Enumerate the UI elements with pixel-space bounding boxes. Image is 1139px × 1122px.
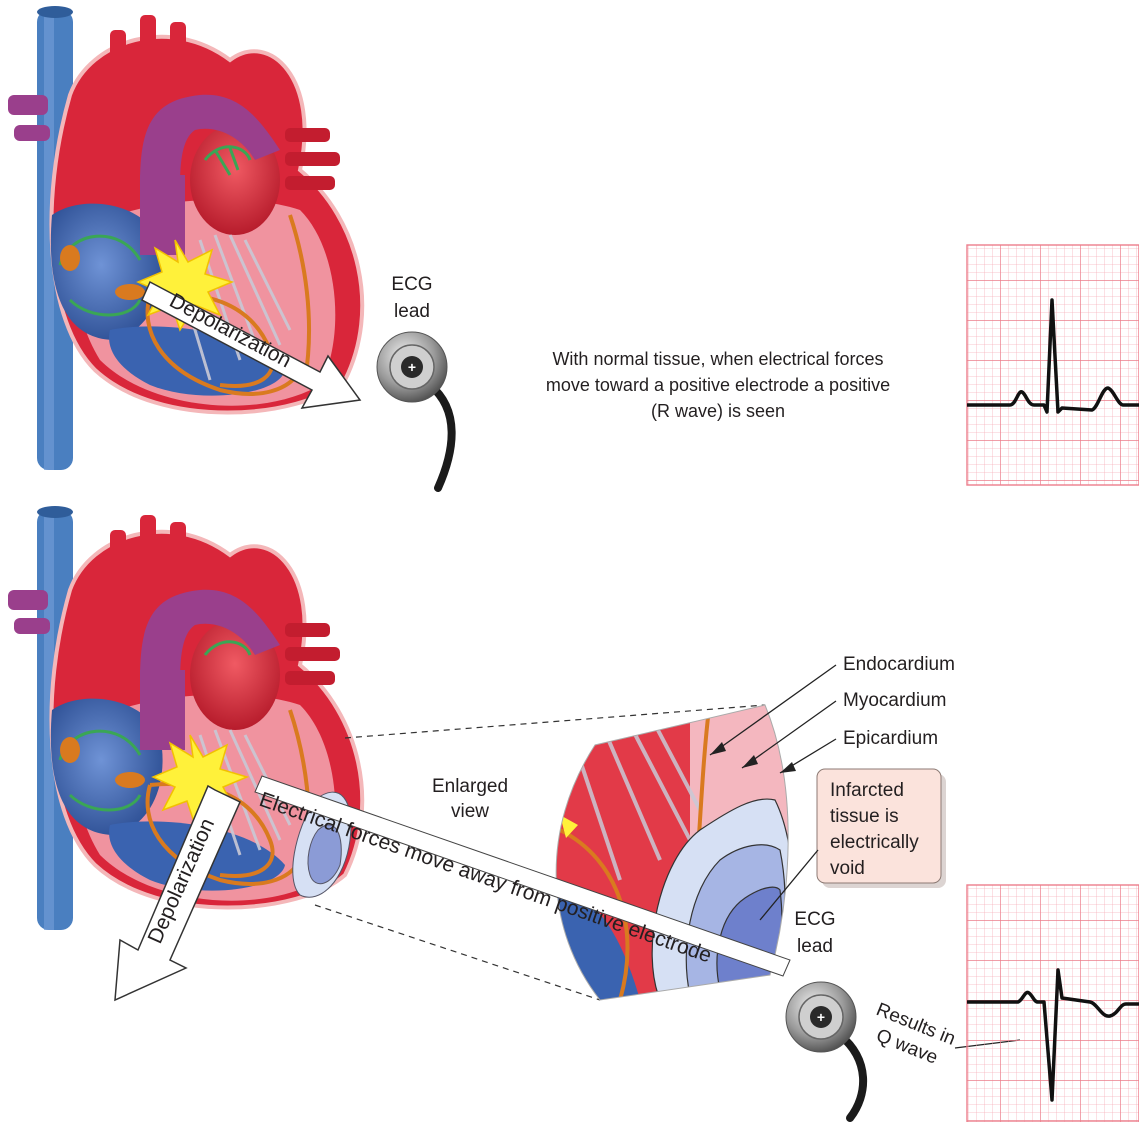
caption-line-1: With normal tissue, when electrical forc…	[552, 349, 883, 369]
bottom-heart: Depolarization	[8, 506, 362, 1000]
myocardium-label: Myocardium	[843, 690, 946, 711]
enlarged-view-label: Enlarged	[432, 776, 508, 797]
top-heart: Depolarization	[8, 6, 362, 470]
infarct-text-1: Infarcted	[830, 780, 904, 801]
caption-line-2: move toward a positive electrode a posit…	[546, 375, 890, 395]
positive-symbol-bottom: +	[817, 1009, 825, 1025]
ecg-lead-label: ECG	[391, 274, 432, 295]
top-caption: With normal tissue, when electrical forc…	[546, 349, 890, 421]
av-node	[115, 284, 145, 300]
endocardium-label: Endocardium	[843, 654, 955, 675]
sa-node	[60, 245, 80, 271]
infarct-text-4: void	[830, 858, 865, 879]
ecg-lead-label-2: lead	[394, 301, 430, 322]
bottom-electrode: ECG lead +	[786, 909, 863, 1118]
infarct-text-2: tissue is	[830, 806, 899, 827]
epicardium-label: Epicardium	[843, 728, 938, 749]
top-ecg-strip	[967, 245, 1139, 485]
ecg-lead-label-bottom-2: lead	[797, 936, 833, 957]
ecg-lead-label-bottom: ECG	[794, 909, 835, 930]
enlarged-view-label-2: view	[451, 801, 489, 822]
bottom-ecg-strip	[967, 885, 1139, 1122]
positive-symbol: +	[408, 359, 416, 375]
top-electrode: ECG lead +	[377, 274, 452, 488]
infarct-text-3: electrically	[830, 832, 919, 853]
caption-line-3: (R wave) is seen	[651, 401, 785, 421]
